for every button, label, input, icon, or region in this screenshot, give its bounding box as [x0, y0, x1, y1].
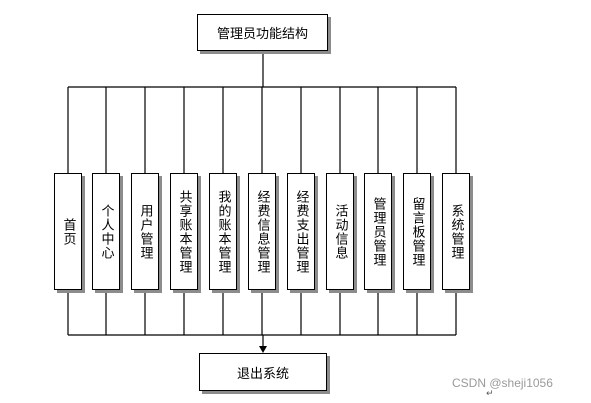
module-label: 首页 [60, 217, 76, 246]
module-label: 管理员管理 [370, 196, 386, 267]
module-label: 我的账本管理 [215, 189, 231, 274]
module-label: 用户管理 [137, 203, 153, 260]
module-label: 经费信息管理 [254, 189, 270, 274]
module-label: 系统管理 [448, 203, 464, 260]
module-box-11: 系统管理 [442, 173, 470, 290]
module-label: 经费支出管理 [293, 189, 309, 274]
module-label: 留言板管理 [409, 196, 425, 267]
admin-function-structure-box: 管理员功能结构 [197, 14, 328, 51]
admin-function-structure-label: 管理员功能结构 [216, 27, 308, 42]
return-symbol: ↵ [486, 389, 494, 399]
exit-arrow-head [259, 346, 267, 353]
module-box-9: 管理员管理 [364, 173, 392, 290]
module-box-4: 共享账本管理 [170, 173, 198, 290]
module-box-7: 经费支出管理 [287, 173, 315, 290]
module-label: 个人中心 [98, 203, 114, 260]
exit-system-box: 退出系统 [199, 353, 327, 391]
module-box-1: 首页 [54, 173, 82, 290]
module-label: 共享账本管理 [176, 189, 192, 274]
module-label: 活动信息 [332, 203, 348, 260]
module-box-3: 用户管理 [131, 173, 159, 290]
exit-system-label: 退出系统 [236, 366, 289, 382]
module-box-10: 留言板管理 [403, 173, 431, 290]
module-box-8: 活动信息 [326, 173, 354, 290]
module-box-2: 个人中心 [92, 173, 120, 290]
csdn-watermark: CSDN @sheji1056 [452, 376, 553, 390]
module-box-6: 经费信息管理 [248, 173, 276, 290]
module-box-5: 我的账本管理 [209, 173, 237, 290]
